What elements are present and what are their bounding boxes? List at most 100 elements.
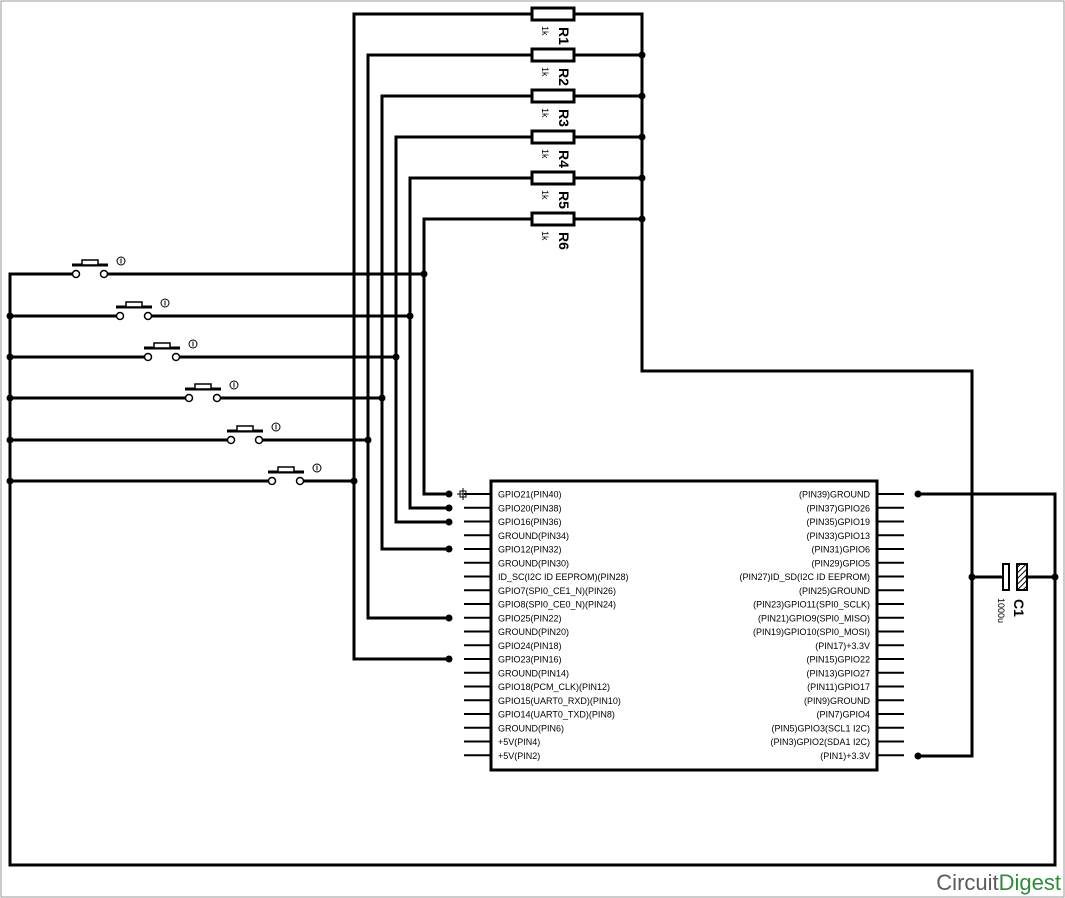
button-cap: [125, 301, 143, 308]
right-pin-label: (PIN9)GROUND: [804, 696, 871, 706]
right-pin-label: (PIN15)GPIO22: [806, 655, 870, 665]
r5-to-gpio20-wire: [408, 176, 534, 510]
junction-dot: [914, 490, 922, 498]
right-pin-label: (PIN13)GPIO27: [806, 668, 870, 678]
junction-dot: [378, 394, 386, 402]
push-buttons: [71, 256, 322, 486]
resistor-ref: R3: [556, 109, 572, 127]
resistor-r2: R2 1k: [530, 47, 576, 86]
ground-bus-wire: [8, 272, 1057, 867]
button-contact: [143, 352, 153, 362]
junction-dot: [445, 545, 453, 553]
r4-to-gpio16-wire: [394, 135, 534, 524]
button-contact: [99, 269, 109, 279]
r3-to-gpio12-wire: [380, 94, 534, 551]
button-cap: [236, 425, 254, 432]
left-pin-label: GPIO12(PIN32): [498, 545, 562, 555]
junction-dot: [420, 270, 428, 278]
brand-part-1: Circuit: [936, 870, 998, 895]
right-pin-label: (PIN35)GPIO19: [806, 517, 870, 527]
right-pin-label: (PIN3)GPIO2(SDA1 I2C): [770, 737, 870, 747]
left-pin-label: GPIO24(PIN18): [498, 641, 562, 651]
gpio-right-pins: (PIN39)GROUND(PIN37)GPIO26(PIN35)GPIO19(…: [739, 490, 904, 761]
gpio-left-pins: GPIO21(PIN40)GPIO20(PIN38)GPIO16(PIN36)G…: [464, 490, 629, 761]
junction-dot: [968, 573, 976, 581]
junctions: [6, 51, 1059, 760]
junction-dot: [350, 477, 358, 485]
button-contact: [295, 476, 305, 486]
resistor-value: 1k: [540, 108, 550, 118]
junction-dot: [364, 436, 372, 444]
resistor-value: 1k: [540, 190, 550, 200]
junction-dot: [445, 614, 453, 622]
right-pin-label: (PIN29)GPIO5: [811, 558, 870, 568]
right-pin-label: (PIN39)GROUND: [799, 490, 871, 500]
left-pin-label: GROUND(PIN30): [498, 558, 569, 568]
capacitor-ref: C1: [1011, 599, 1027, 617]
r6-to-gpio21-wire: [422, 217, 534, 496]
resistor-r3: R3 1k: [530, 88, 576, 127]
right-pin-label: (PIN27)ID_SD(I2C ID EEPROM): [739, 572, 870, 582]
left-pin-label: GROUND(PIN34): [498, 531, 569, 541]
capacitor-plate: [1002, 563, 1010, 591]
button-contact: [267, 476, 277, 486]
right-pin-label: (PIN19)GPIO10(SPI0_MOSI): [753, 627, 870, 637]
push-button: [71, 256, 126, 279]
right-pin-label: (PIN31)GPIO6: [811, 545, 870, 555]
junction-dot: [392, 353, 400, 361]
button-contact: [226, 435, 236, 445]
capacitor-c1: C1 1000u: [996, 563, 1028, 623]
right-pin-label: (PIN23)GPIO11(SPI0_SCLK): [753, 600, 870, 610]
junction-dot: [638, 133, 646, 141]
push-button: [184, 380, 239, 403]
button-contact: [143, 311, 153, 321]
junction-dot: [638, 215, 646, 223]
junction-dot: [6, 436, 14, 444]
resistor-value: 1k: [540, 149, 550, 159]
left-pin-label: +5V(PIN2): [498, 751, 540, 761]
wires: [8, 12, 1057, 867]
gpio-header: GPIO21(PIN40)GPIO20(PIN38)GPIO16(PIN36)G…: [464, 479, 904, 772]
left-pin-label: GPIO8(SPI0_CE0_N)(PIN24): [498, 600, 616, 610]
left-pin-label: GPIO21(PIN40): [498, 490, 562, 500]
button-contact: [254, 435, 264, 445]
right-pin-label: (PIN25)GROUND: [799, 586, 871, 596]
resistor-ref: R2: [556, 68, 572, 86]
resistors: R1 1k R2 1k R3 1k R4 1k R5 1k R6 1k: [530, 6, 576, 250]
resistor-ref: R1: [556, 27, 572, 45]
junction-dot: [445, 655, 453, 663]
junction-dot: [445, 504, 453, 512]
left-pin-label: GPIO20(PIN38): [498, 503, 562, 513]
left-pin-label: ID_SC(I2C ID EEPROM)(PIN28): [498, 572, 629, 582]
junction-dot: [1051, 573, 1059, 581]
junction-dot: [6, 477, 14, 485]
button-contact: [71, 269, 81, 279]
resistor-value: 1k: [540, 67, 550, 77]
gpio-header-box: [489, 479, 879, 772]
button-contact: [171, 352, 181, 362]
resistor-value: 1k: [540, 26, 550, 36]
resistor-value: 1k: [540, 231, 550, 241]
right-pin-label: (PIN5)GPIO3(SCL1 I2C): [771, 723, 870, 733]
resistor-ref: R4: [556, 150, 572, 168]
junction-dot: [445, 518, 453, 526]
right-pin-label: (PIN17)+3.3V: [815, 641, 870, 651]
junction-dot: [638, 51, 646, 59]
junction-dot: [406, 312, 414, 320]
push-button: [143, 339, 198, 362]
junction-dot: [6, 353, 14, 361]
left-pin-label: GPIO15(UART0_RXD)(PIN10): [498, 696, 621, 706]
junction-dot: [6, 394, 14, 402]
push-button: [226, 422, 281, 445]
junction-dot: [6, 312, 14, 320]
button-contact: [212, 393, 222, 403]
brand-part-2: Digest: [999, 870, 1061, 895]
resistor-r4: R4 1k: [530, 129, 576, 168]
left-pin-label: GPIO14(UART0_TXD)(PIN8): [498, 710, 615, 720]
left-pin-label: GPIO7(SPI0_CE1_N)(PIN26): [498, 586, 616, 596]
vcc-to-pin1-wire: [640, 369, 974, 758]
brand-logo: CircuitDigest: [936, 870, 1061, 895]
button-contact: [115, 311, 125, 321]
right-pin-label: (PIN11)GPIO17: [807, 682, 870, 692]
